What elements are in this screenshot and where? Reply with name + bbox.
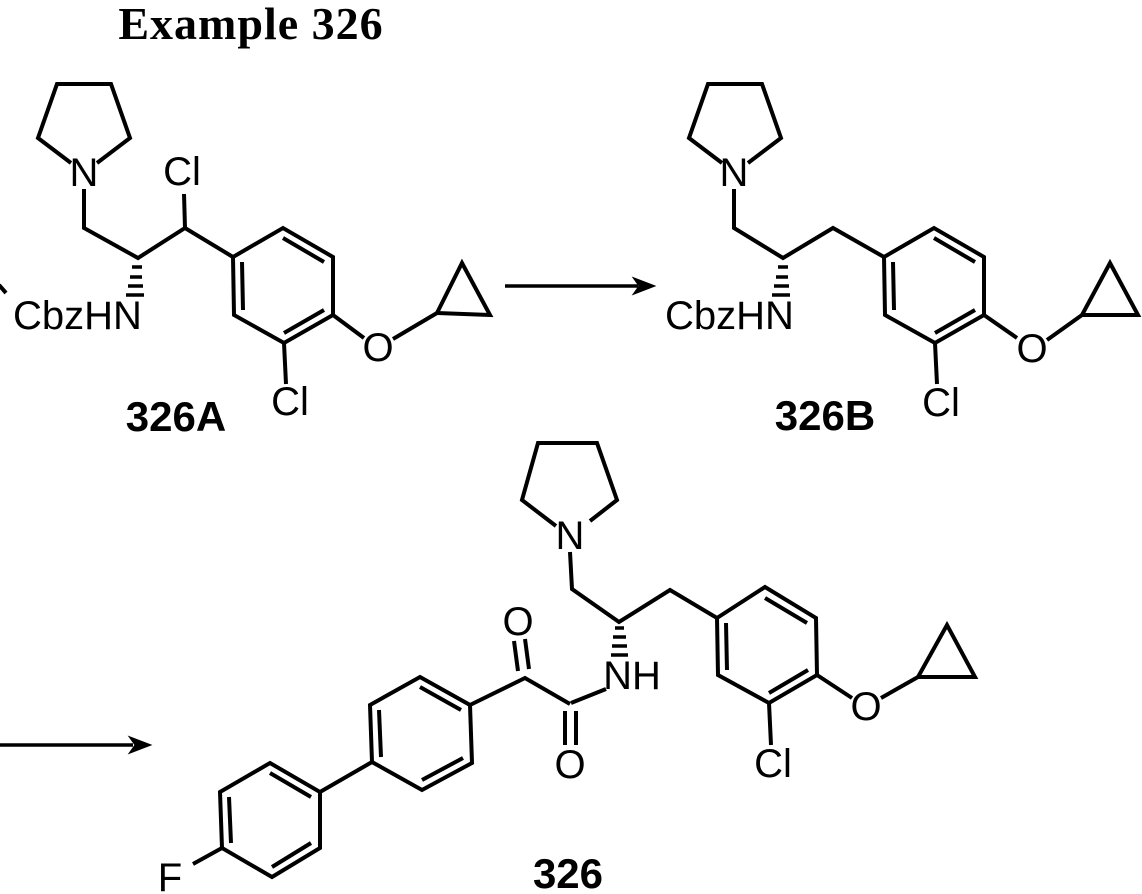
hashed-wedge-bond [772, 265, 790, 297]
aryl-cl-label: Cl [271, 380, 309, 424]
cyclopropyl-ring [1078, 258, 1142, 317]
benzene-double-bond [891, 261, 896, 311]
benzene-double-bond [932, 236, 977, 264]
keto-chain-bonds [469, 675, 572, 707]
o-cyclopropyl-bond [1045, 313, 1084, 342]
o-cyclopropyl-bond [880, 675, 919, 700]
biphenyl-ring-a [367, 674, 475, 793]
benzene-double-bond [227, 796, 233, 844]
benzene-ring [230, 225, 335, 346]
cyclopropyl-ring [433, 258, 494, 318]
carbamate-label: CbzHN [13, 294, 142, 338]
aryl-f-label: F [158, 856, 182, 894]
aryl-o-bond [331, 313, 366, 340]
compound-326: N NH O O F [158, 441, 979, 894]
benzene-double-bond [240, 261, 245, 311]
benzene-double-bond [724, 622, 729, 671]
compound-326A: N Cl CbzHN Cl O 326A [13, 82, 494, 440]
benzene-double-bond [270, 841, 313, 869]
ketone-co-double-bond [523, 638, 531, 670]
benzene-double-bond [934, 308, 976, 335]
amide-o-label: O [554, 743, 585, 787]
amide-n-c-bond [570, 687, 607, 705]
biphenyl-link-bond [319, 760, 373, 794]
benzene-double-bond [767, 668, 810, 695]
pyrrolidine-n-label: N [720, 151, 749, 195]
aryl-cl-bond [282, 342, 288, 385]
benzylic-cl-label: Cl [163, 150, 201, 194]
carbamate-label: CbzHN [665, 294, 794, 338]
benzene-double-bond [283, 308, 325, 335]
benzene-ring [881, 225, 986, 346]
pyrrolidine-n-label: N [556, 514, 585, 558]
chain-bonds [568, 551, 719, 625]
left-edge-line-fragment [0, 283, 8, 295]
o-cyclopropyl-bond [391, 311, 439, 341]
compound-326B: N CbzHN Cl O 326B [665, 82, 1142, 439]
hashed-wedge-bond [611, 626, 628, 657]
benzene-double-bond [421, 756, 464, 782]
aryl-cl-bond [933, 342, 939, 385]
ether-o-label: O [1016, 327, 1047, 371]
benzene-double-bond [268, 771, 313, 799]
aryl-o-bond [982, 313, 1019, 340]
hashed-wedge-bond [126, 265, 144, 297]
pyrrolidine-n-label: N [70, 151, 99, 195]
chain-bonds [82, 189, 235, 261]
aryl-f-bond [192, 846, 223, 866]
aryl-cl-bond [767, 702, 773, 746]
aryl-cl-label: Cl [922, 381, 960, 425]
arrow-head [631, 276, 657, 296]
compound-label-326A: 326A [126, 393, 226, 440]
compound-label-326B: 326B [775, 392, 875, 439]
benzene-double-bond [377, 709, 383, 758]
reaction-arrow-1 [505, 276, 657, 296]
reaction-arrow-2 [0, 735, 153, 755]
chain-bonds [732, 189, 885, 261]
aryl-o-bond [815, 673, 854, 700]
ketone-co-double-bond [512, 640, 520, 672]
ketone-o-label: O [502, 600, 533, 644]
arrow-head [127, 735, 153, 755]
benzene-double-bond [419, 685, 462, 712]
benzene-double-bond [763, 596, 809, 625]
pyrrolidine-ring-bonds [686, 82, 784, 165]
aryl-cl-label: Cl [754, 742, 792, 786]
ether-o-label: O [850, 685, 881, 729]
biphenyl-ring-b [217, 760, 322, 880]
pyrrolidine-ring-bonds [519, 441, 620, 528]
ether-o-label: O [362, 326, 393, 370]
compound-label-326: 326 [533, 850, 603, 894]
scheme-title: Example 326 [118, 0, 383, 49]
pyrrolidine-ring-bonds [35, 82, 133, 165]
amide-nh-label: NH [603, 654, 661, 698]
benzene-ring [714, 584, 820, 706]
cyclopropyl-ring [914, 620, 979, 679]
benzene-double-bond [281, 236, 326, 264]
benzylic-cl-bond [182, 193, 187, 229]
